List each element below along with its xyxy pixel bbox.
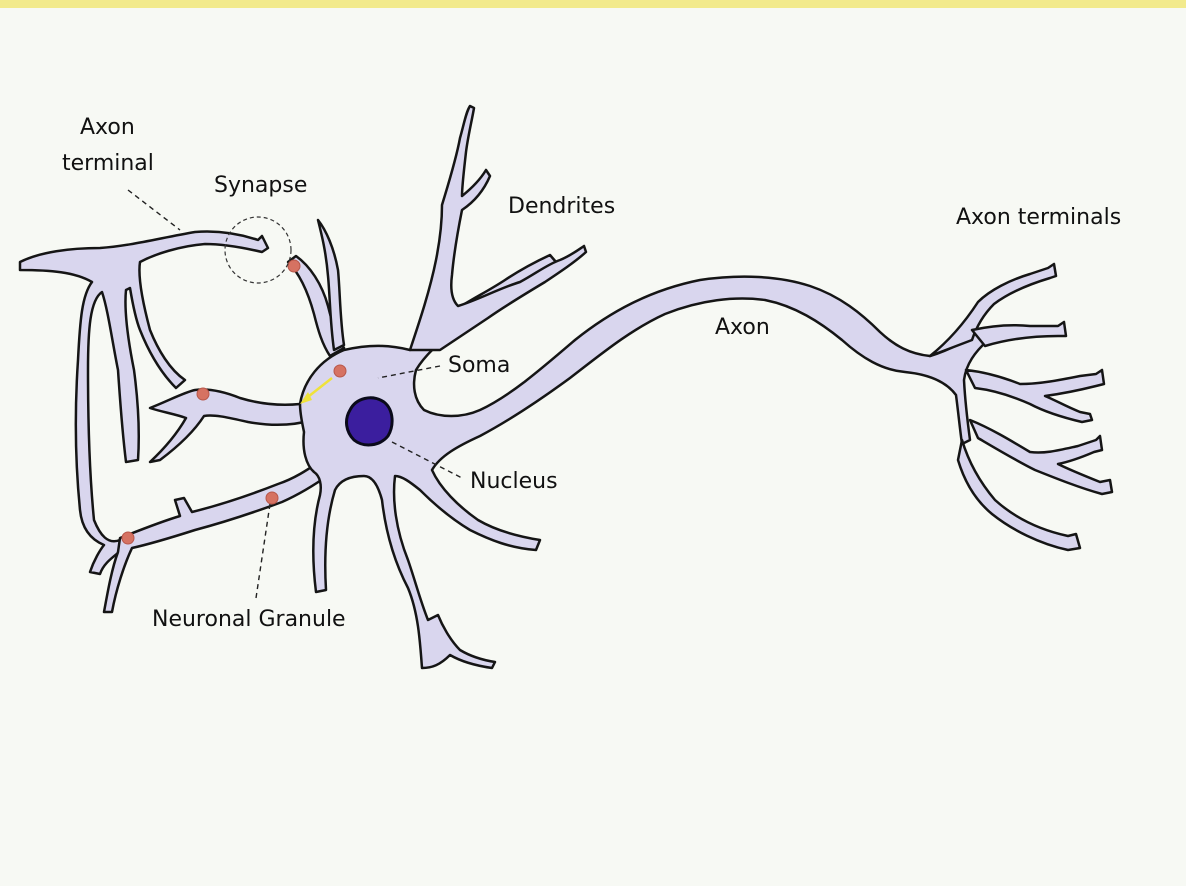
dendrite-lower-left — [104, 460, 330, 612]
granule — [197, 388, 209, 400]
label-dendrites: Dendrites — [508, 194, 615, 219]
label-synapse: Synapse — [214, 173, 307, 198]
granule — [122, 532, 134, 544]
nucleus — [347, 398, 393, 445]
label-axon-terminal-line1: Axon — [80, 115, 135, 140]
leader-granule — [256, 504, 270, 598]
label-soma: Soma — [448, 353, 510, 378]
leader-axon-terminal — [128, 190, 180, 230]
label-nucleus: Nucleus — [470, 469, 558, 494]
granule — [334, 365, 346, 377]
label-axon-terminal-line2: terminal — [62, 151, 154, 176]
granule — [266, 492, 278, 504]
dendrite-top — [410, 106, 586, 350]
granule — [288, 260, 300, 272]
dendrite-left — [150, 389, 312, 462]
label-axon-terminals: Axon terminals — [956, 205, 1121, 230]
dendrite-upper-left — [288, 220, 344, 356]
label-neuronal-granule: Neuronal Granule — [152, 607, 346, 632]
top-border-line — [0, 6, 1186, 8]
soma-body — [300, 255, 988, 668]
label-axon: Axon — [715, 315, 770, 340]
